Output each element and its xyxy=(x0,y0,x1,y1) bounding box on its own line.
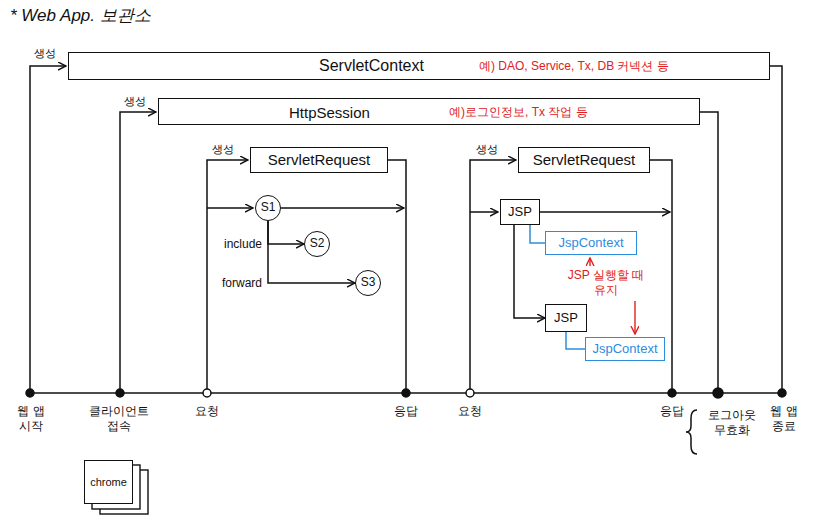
connector xyxy=(268,221,304,244)
context-box: JspContext xyxy=(545,231,637,255)
scope-name: HttpSession xyxy=(289,103,370,120)
timeline-label: 요청 xyxy=(190,404,224,419)
call-arrow xyxy=(207,207,253,209)
destroy-line xyxy=(388,160,406,393)
example-note: 예) DAO, Service, Tx, DB 커넥션 등 xyxy=(479,58,669,75)
scope-band: HttpSession 예)로그인정보, Tx 작업 등 xyxy=(158,98,700,125)
create-label: 생성 xyxy=(124,94,164,109)
scope-box: ServletRequest xyxy=(250,147,388,173)
create-label: 생성 xyxy=(476,142,516,157)
brace xyxy=(686,410,697,454)
timeline-label: 요청 xyxy=(453,404,487,419)
servlet-circle: S2 xyxy=(304,231,330,257)
create-line xyxy=(120,112,156,393)
node-label: ServletRequest xyxy=(533,151,636,168)
create-line xyxy=(470,160,516,393)
timeline-label: 응답 xyxy=(655,404,689,419)
node-label: S3 xyxy=(361,276,376,290)
time-dot xyxy=(402,389,410,397)
create-label: 생성 xyxy=(34,46,74,61)
timeline-label: 응답 xyxy=(389,404,423,419)
time-dot xyxy=(26,389,34,397)
node-label: JspContext xyxy=(558,236,623,251)
timeline-label: 클라이언트 접속 xyxy=(86,404,152,434)
time-dot xyxy=(713,388,723,398)
scope-band: ServletContext 예) DAO, Service, Tx, DB 커넥… xyxy=(68,52,770,80)
edge-label: forward xyxy=(221,275,263,291)
scope-box: ServletRequest xyxy=(518,147,650,173)
return-arrow xyxy=(540,211,670,213)
timeline-label: 웹 앱 시작 xyxy=(10,404,52,434)
node-label: JSP xyxy=(508,205,532,220)
callout-arrow xyxy=(634,301,635,334)
annotation-note: JSP 실행할 때 유지 xyxy=(560,268,652,298)
time-dot xyxy=(668,389,676,397)
node-label: chrome xyxy=(90,476,127,489)
return-arrow xyxy=(281,207,404,209)
call-arrow xyxy=(470,211,498,213)
timeline-label: 로그아웃 무효화 xyxy=(704,408,760,438)
callout-arrow xyxy=(589,258,590,266)
time-dot xyxy=(116,389,124,397)
scope-name: ServletContext xyxy=(319,57,424,75)
edge-label: include xyxy=(223,236,263,252)
node-label: ServletRequest xyxy=(268,151,371,168)
destroy-line xyxy=(770,66,782,393)
connector xyxy=(530,225,545,243)
example-note: 예)로그인정보, Tx 작업 등 xyxy=(449,103,588,120)
create-label: 생성 xyxy=(212,142,252,157)
servlet-circle: S1 xyxy=(255,195,281,221)
time-dot xyxy=(778,389,786,397)
time-dot xyxy=(466,389,474,397)
jsp-box: JSP xyxy=(545,304,587,332)
create-line xyxy=(30,66,66,393)
node-label: JSP xyxy=(554,311,578,326)
destroy-line xyxy=(700,112,718,393)
time-dot xyxy=(203,389,211,397)
connector xyxy=(268,221,355,283)
node-label: S2 xyxy=(310,237,325,251)
browser-card: chrome xyxy=(84,460,133,504)
servlet-circle: S3 xyxy=(355,270,381,296)
node-label: JspContext xyxy=(592,342,657,357)
diagram-title: * Web App. 보관소 xyxy=(10,4,151,27)
context-box: JspContext xyxy=(585,337,665,361)
connector xyxy=(566,332,585,349)
timeline-label: 웹 앱 종료 xyxy=(764,404,804,434)
connector xyxy=(514,225,545,318)
node-label: S1 xyxy=(261,201,276,215)
jsp-box: JSP xyxy=(500,199,540,225)
